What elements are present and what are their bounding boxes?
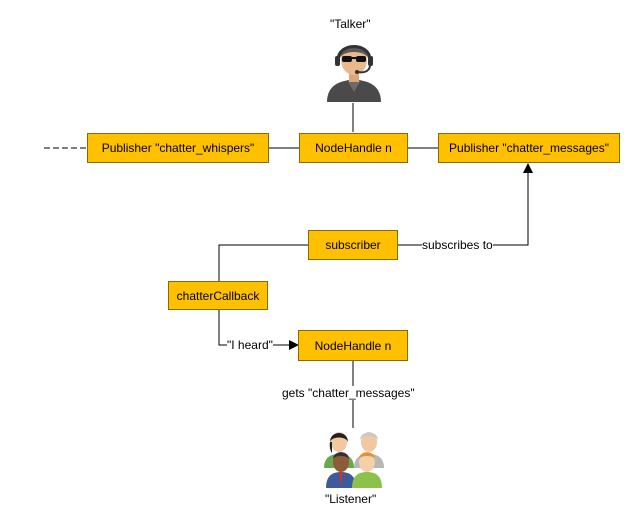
talker-nodehandle[interactable]: NodeHandle n	[299, 133, 408, 163]
i-heard-label: "I heard"	[227, 338, 273, 352]
subscribes-to-label: subscribes to	[422, 238, 493, 252]
listener-label: "Listener"	[325, 492, 377, 506]
talker-label: "Talker"	[330, 17, 371, 31]
gets-label: gets "chatter_messages"	[282, 386, 415, 400]
chatter-callback-node[interactable]: chatterCallback	[168, 281, 268, 310]
headset-user-icon	[327, 45, 381, 102]
listener-nodehandle[interactable]: NodeHandle n	[298, 330, 408, 361]
subscriber-to-callback-line	[218, 244, 308, 281]
subscriber-node[interactable]: subscriber	[308, 230, 398, 260]
user-group-icon	[324, 432, 384, 488]
subscribes-to-arrow	[398, 163, 533, 246]
publisher-chatter-messages[interactable]: Publisher "chatter_messages"	[438, 133, 620, 163]
publisher-chatter-whispers[interactable]: Publisher "chatter_whispers"	[87, 133, 269, 163]
